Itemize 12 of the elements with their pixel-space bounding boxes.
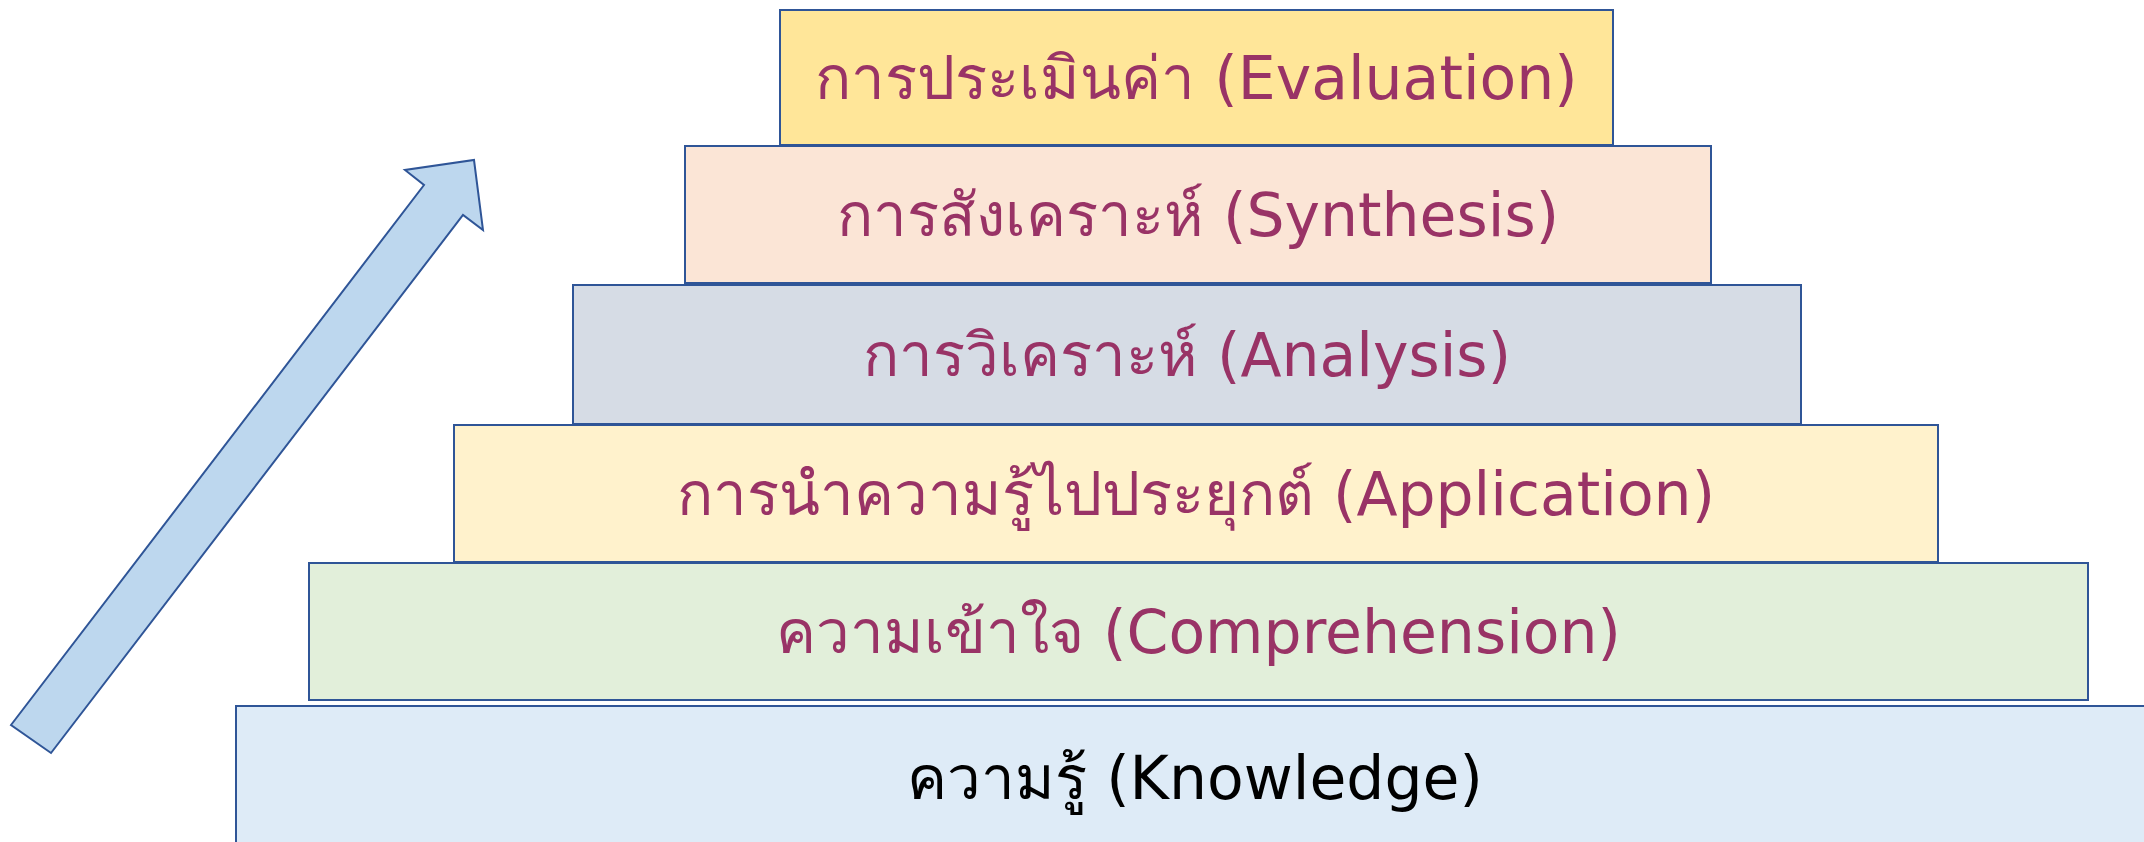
pyramid-level-box — [779, 9, 1614, 146]
pyramid-level-box — [572, 284, 1802, 425]
pyramid-level-box — [453, 424, 1939, 563]
pyramid-level-box — [684, 145, 1712, 284]
pyramid-level-box — [235, 705, 2144, 842]
level-label: ความเข้าใจ (Comprehension) — [776, 596, 1621, 669]
level-label: การประเมินค่า (Evaluation) — [815, 42, 1578, 115]
level-label: ความรู้ (Knowledge) — [907, 742, 1483, 817]
level-label: การสังเคราะห์ (Synthesis) — [836, 179, 1560, 252]
level-label: การนำความรู้ไปประยุกต์ (Application) — [676, 458, 1716, 533]
level-label: การวิเคราะห์ (Analysis) — [862, 319, 1512, 392]
pyramid-level-box — [308, 562, 2089, 701]
